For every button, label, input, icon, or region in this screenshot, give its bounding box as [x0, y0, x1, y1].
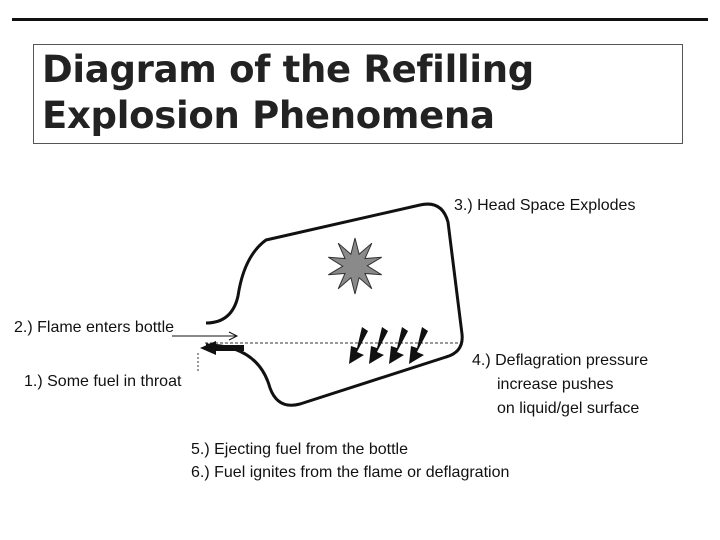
title-box: Diagram of the Refilling Explosion Pheno… [33, 44, 683, 144]
pressure-arrow-icon [349, 327, 368, 364]
bottle-outline [205, 202, 464, 407]
pressure-arrow-icon [389, 327, 408, 364]
label-some-fuel-in-throat: 1.) Some fuel in throat [24, 373, 182, 390]
label-increase-pushes: increase pushes [497, 376, 614, 393]
explosion-starburst-icon [328, 237, 382, 295]
fuel-ejecting-arrow-icon [200, 341, 244, 355]
label-ejecting-fuel: 5.) Ejecting fuel from the bottle [191, 441, 408, 458]
label-liquid-gel-surface: on liquid/gel surface [497, 400, 640, 417]
pressure-arrow-icon [409, 327, 428, 364]
pressure-arrows [349, 327, 428, 364]
pressure-arrow-icon [369, 327, 388, 364]
flame-enters-arrowhead [228, 331, 239, 341]
label-fuel-ignites: 6.) Fuel ignites from the flame or defla… [191, 464, 510, 481]
top-rule [12, 18, 708, 21]
label-head-space-explodes: 3.) Head Space Explodes [454, 197, 636, 214]
slide-title: Diagram of the Refilling Explosion Pheno… [42, 48, 534, 137]
label-flame-enters-bottle: 2.) Flame enters bottle [14, 319, 175, 336]
label-deflagration-pressure: 4.) Deflagration pressure [472, 352, 649, 369]
